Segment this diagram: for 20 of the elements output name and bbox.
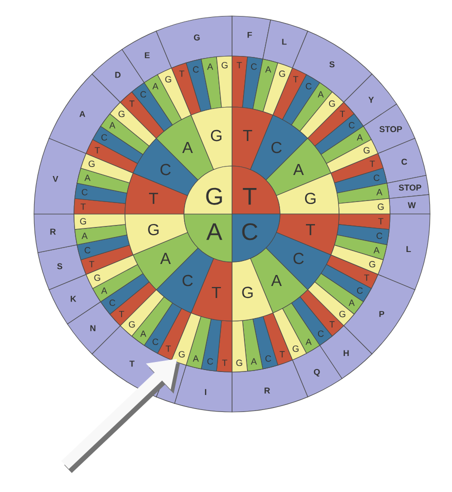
- codon-segment: A: [74, 224, 128, 246]
- codon-segment: G: [216, 56, 232, 108]
- center-quadrant: A: [184, 214, 232, 262]
- codon-segment: T: [216, 320, 232, 372]
- center-quadrant: C: [232, 214, 280, 262]
- codon-segment: T: [338, 214, 390, 230]
- codon-segment: C: [242, 56, 264, 110]
- codon-segment: C: [200, 318, 222, 372]
- codon-segment: G: [338, 198, 390, 214]
- codon-segment: A: [242, 318, 264, 372]
- codon-segment: C: [74, 182, 128, 204]
- center-quadrant: T: [232, 166, 280, 214]
- codon-segment: C: [336, 224, 390, 246]
- codon-segment: A: [336, 182, 390, 204]
- amino-acid-sector: F: [232, 16, 271, 60]
- center-quadrant: G: [184, 166, 232, 214]
- amino-acid-sector: R: [34, 214, 78, 253]
- codon-segment: G: [232, 320, 248, 372]
- codon-segment: T: [74, 198, 126, 214]
- codon-segment: A: [200, 56, 222, 110]
